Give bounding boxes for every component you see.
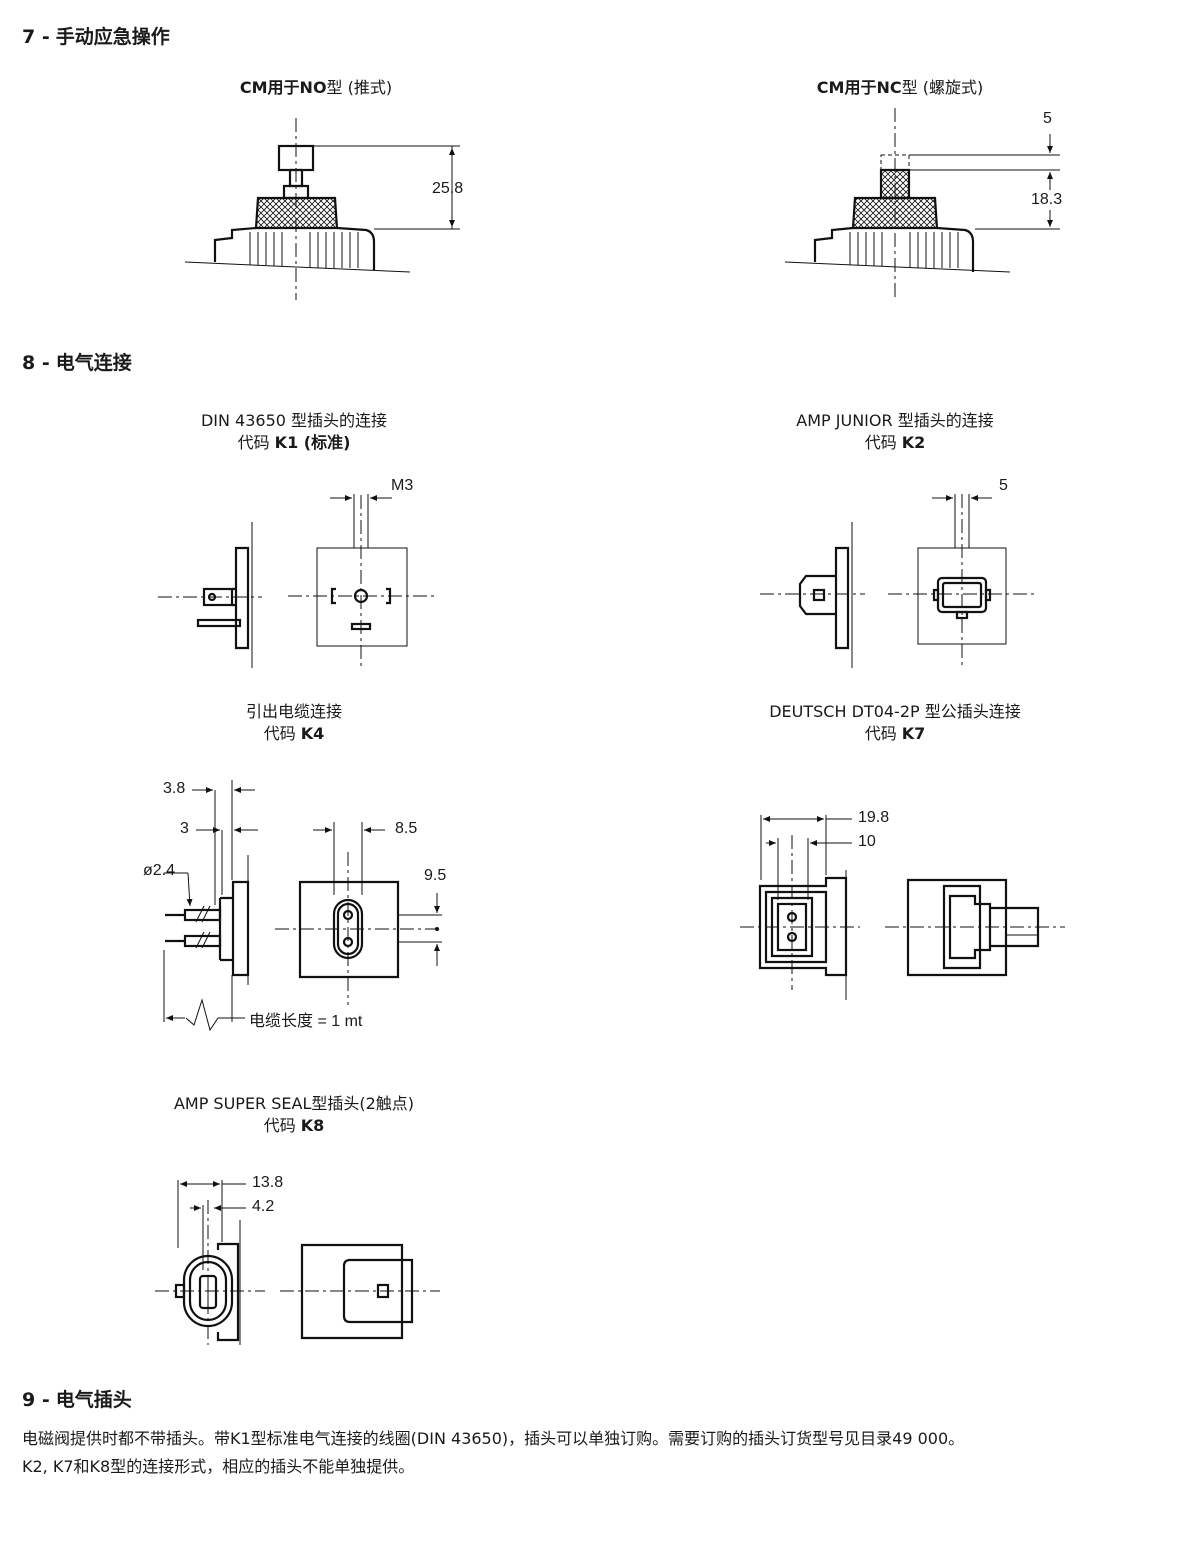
k2-code-prefix: 代码 [864,433,902,452]
no-manual-override-drawing [184,118,460,300]
k8-caption-line1: AMP SUPER SEAL型插头(2触点) [173,1094,415,1113]
k7-caption-line1: DEUTSCH DT04-2P 型公插头连接 [769,702,1021,721]
k8-code: K8 [300,1116,325,1135]
no-caption: CM用于NO型 (推式) [196,77,436,99]
nc-caption-prefix: CM用于 [816,78,877,97]
section-9-heading: 9 -电气插头 [22,1385,132,1412]
k4-cable-drawing [163,780,442,1032]
k2-amp-junior-drawing [760,494,1035,668]
nc-dim-bottom-label: 18.3 [1031,191,1063,208]
k4-dim-d: 8.5 [395,820,418,837]
k2-caption-line1: AMP JUNIOR 型插头的连接 [796,411,994,430]
section-number: 7 - [22,26,50,48]
k8-dim-a: 13.8 [252,1174,284,1191]
no-dim-label: 25.8 [432,180,464,197]
nc-caption: CM用于NC型 (螺旋式) [780,77,1020,99]
nc-caption-suffix: 型 (螺旋式) [901,78,984,97]
section-number: 8 - [22,352,50,374]
section-7-heading: 7 -手动应急操作 [22,22,170,49]
section-title: 电气插头 [55,1389,132,1411]
k4-dim-a: 3.8 [163,780,186,797]
paragraph-line-2: K2, K7和K8型的连接形式，相应的插头不能单独提供。 [22,1457,415,1476]
k4-code: K4 [300,724,325,743]
section-number: 9 - [22,1389,50,1411]
k8-super-seal-drawing [155,1180,440,1345]
section-title: 电气连接 [55,352,132,374]
section-9-paragraph: 电磁阀提供时都不带插头。带K1型标准电气连接的线圈(DIN 43650)，插头可… [22,1425,1182,1481]
k2-caption: AMP JUNIOR 型插头的连接 代码 K2 [745,410,1045,454]
k2-code: K2 [901,433,926,452]
nc-caption-bold: NC [876,78,902,97]
section-title: 手动应急操作 [55,26,170,48]
k4-caption-line1: 引出电缆连接 [245,702,342,721]
k2-dim-label: 5 [999,477,1008,494]
k1-code-suffix: (标准) [298,433,351,452]
k7-caption-line2: 代码 K7 [745,723,1045,745]
k8-caption: AMP SUPER SEAL型插头(2触点) 代码 K8 [144,1093,444,1137]
no-caption-bold: NO [299,78,327,97]
k8-caption-line2: 代码 K8 [144,1115,444,1137]
k7-caption: DEUTSCH DT04-2P 型公插头连接 代码 K7 [745,701,1045,745]
k7-code: K7 [901,724,926,743]
k4-dim-b: 3 [180,820,189,837]
no-caption-suffix: 型 (推式) [326,78,393,97]
k8-code-prefix: 代码 [263,1116,301,1135]
k1-code: K1 [274,433,299,452]
k4-code-prefix: 代码 [263,724,301,743]
nc-manual-override-drawing [784,108,1060,300]
k1-din-connector-drawing [158,494,435,668]
k4-dim-e: 9.5 [424,867,447,884]
k4-cable-label: 电缆长度 = 1 mt [249,1013,363,1030]
k7-dim-b: 10 [858,833,876,850]
k7-deutsch-drawing [740,815,1065,1000]
k8-dim-b: 4.2 [252,1198,275,1215]
k1-caption-line2: 代码 K1 (标准) [144,432,444,454]
k1-code-prefix: 代码 [237,433,275,452]
no-caption-prefix: CM用于 [239,78,300,97]
k1-caption-line1: DIN 43650 型插头的连接 [200,411,388,430]
k4-caption: 引出电缆连接 代码 K4 [144,701,444,745]
paragraph-line-1: 电磁阀提供时都不带插头。带K1型标准电气连接的线圈(DIN 43650)，插头可… [22,1429,965,1448]
k4-caption-line2: 代码 K4 [144,723,444,745]
k7-code-prefix: 代码 [864,724,902,743]
k1-dim-label: M3 [391,477,414,494]
k2-caption-line2: 代码 K2 [745,432,1045,454]
k1-caption: DIN 43650 型插头的连接 代码 K1 (标准) [144,410,444,454]
nc-dim-top-label: 5 [1043,110,1052,127]
k4-dim-c: ø2.4 [143,862,176,879]
k7-dim-a: 19.8 [858,809,890,826]
section-8-heading: 8 -电气连接 [22,348,132,375]
